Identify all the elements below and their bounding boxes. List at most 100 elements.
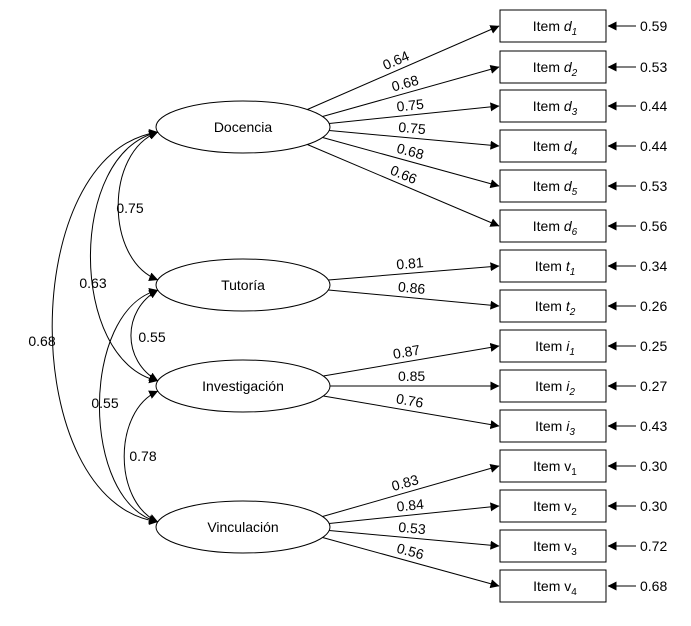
loading-path-i3: 0.76 bbox=[323, 390, 500, 429]
correlation-tutoria-investigacion: 0.55 bbox=[130, 289, 166, 382]
item-var: d bbox=[564, 218, 573, 234]
loading-path-t2: 0.86 bbox=[328, 278, 500, 310]
correlation-docencia-tutoria: 0.75 bbox=[116, 131, 159, 281]
item-subscript: 3 bbox=[569, 427, 575, 438]
factor-ellipse bbox=[155, 359, 331, 413]
loading-path-t1: 0.81 bbox=[328, 254, 500, 281]
correlation-value: 0.63 bbox=[79, 275, 106, 291]
item-prefix: Item bbox=[535, 298, 566, 314]
item-label: Item t1 bbox=[535, 258, 576, 278]
item-var: i bbox=[566, 338, 570, 354]
item-prefix: Item bbox=[533, 138, 564, 154]
item-subscript: 4 bbox=[572, 147, 578, 158]
item-var: i bbox=[566, 378, 570, 394]
item-d4: Item d4 0.44 bbox=[499, 129, 667, 163]
item-box bbox=[499, 169, 607, 203]
item-subscript: 2 bbox=[568, 387, 575, 398]
item-box bbox=[499, 249, 607, 283]
item-subscript: 3 bbox=[572, 107, 578, 118]
item-subscript: 5 bbox=[572, 187, 578, 198]
factor-vinculacion: Vinculación bbox=[155, 500, 331, 554]
error-value: 0.68 bbox=[640, 578, 667, 594]
item-var: v bbox=[564, 578, 571, 594]
correlation-value: 0.68 bbox=[28, 333, 55, 349]
factor-label: Tutoría bbox=[221, 277, 265, 293]
item-box bbox=[499, 529, 607, 563]
factor-ellipse bbox=[155, 100, 331, 154]
item-var: v bbox=[564, 498, 571, 514]
nodes: DocenciaTutoríaInvestigaciónVinculaciónI… bbox=[155, 9, 667, 603]
item-prefix: Item bbox=[533, 18, 564, 34]
item-label: Item i2 bbox=[535, 378, 575, 398]
item-var: d bbox=[564, 98, 573, 114]
loading-value: 0.68 bbox=[390, 72, 421, 95]
loading-arrow bbox=[322, 464, 500, 517]
item-prefix: Item bbox=[533, 538, 564, 554]
correlation-arc bbox=[89, 129, 159, 384]
item-var: t bbox=[566, 258, 571, 274]
loading-path-v1: 0.83 bbox=[322, 464, 500, 517]
item-subscript: 1 bbox=[571, 467, 577, 478]
item-prefix: Item bbox=[533, 218, 564, 234]
correlation-arcs: 0.75 0.63 0.68 0.55 0.55 0.78 bbox=[28, 128, 166, 526]
loading-path-v3: 0.53 bbox=[329, 519, 500, 550]
item-var: v bbox=[564, 538, 571, 554]
item-box bbox=[499, 489, 607, 523]
item-box bbox=[499, 9, 607, 43]
item-box bbox=[499, 369, 607, 403]
loading-value: 0.76 bbox=[395, 390, 425, 410]
item-label: Item d3 bbox=[533, 98, 578, 118]
loading-value: 0.87 bbox=[392, 342, 422, 362]
item-box bbox=[499, 209, 607, 243]
loading-value: 0.64 bbox=[380, 47, 412, 73]
correlation-docencia-vinculacion: 0.68 bbox=[28, 128, 159, 526]
item-prefix: Item bbox=[533, 498, 564, 514]
factor-investigacion: Investigación bbox=[155, 359, 331, 413]
item-prefix: Item bbox=[535, 258, 566, 274]
item-label: Item i3 bbox=[535, 418, 575, 438]
item-box bbox=[499, 569, 607, 603]
item-subscript: 4 bbox=[571, 587, 577, 598]
error-value: 0.30 bbox=[640, 458, 667, 474]
item-prefix: Item bbox=[535, 378, 566, 394]
item-box bbox=[499, 50, 607, 84]
loading-path-d2: 0.68 bbox=[322, 64, 500, 117]
error-value: 0.43 bbox=[640, 418, 667, 434]
loading-arrow bbox=[329, 102, 500, 124]
item-label: Item v4 bbox=[533, 578, 577, 598]
item-prefix: Item bbox=[533, 178, 564, 194]
item-label: Item d6 bbox=[533, 218, 578, 238]
item-prefix: Item bbox=[533, 578, 564, 594]
correlation-investigacion-vinculacion: 0.78 bbox=[123, 390, 159, 523]
item-subscript: 2 bbox=[571, 507, 577, 518]
item-box bbox=[499, 89, 607, 123]
item-var: i bbox=[566, 418, 570, 434]
item-prefix: Item bbox=[533, 458, 564, 474]
correlation-arc bbox=[117, 131, 159, 281]
correlation-value: 0.55 bbox=[91, 395, 118, 411]
correlation-value: 0.75 bbox=[116, 200, 143, 216]
loading-arrow bbox=[328, 262, 500, 281]
error-value: 0.44 bbox=[640, 138, 667, 154]
item-prefix: Item bbox=[535, 338, 566, 354]
factor-label: Investigación bbox=[202, 378, 284, 394]
loading-arrow bbox=[322, 137, 500, 189]
item-var: d bbox=[564, 138, 573, 154]
loading-value: 0.85 bbox=[398, 368, 425, 384]
loading-value: 0.86 bbox=[397, 278, 426, 296]
item-label: Item v2 bbox=[533, 498, 577, 518]
loading-value: 0.81 bbox=[396, 254, 425, 272]
correlation-value: 0.78 bbox=[129, 448, 156, 464]
loading-arrow bbox=[329, 130, 500, 150]
item-prefix: Item bbox=[535, 418, 566, 434]
loading-path-v4: 0.56 bbox=[322, 537, 500, 589]
loading-value: 0.75 bbox=[398, 119, 427, 137]
